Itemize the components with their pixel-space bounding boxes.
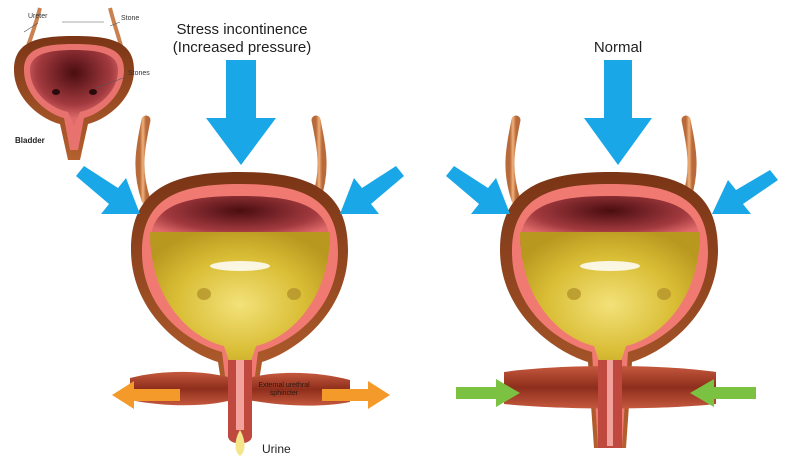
pressure-arrow-right [340, 166, 404, 214]
relax-arrows [112, 381, 390, 409]
normal-pressure-arrow-right [712, 170, 778, 214]
relax-arrow-right [322, 381, 390, 409]
stress-pressure-arrows [76, 60, 404, 214]
normal-ureteral-orifice-right [657, 288, 671, 300]
normal-urine [520, 232, 700, 364]
inset-cavity [30, 50, 118, 126]
stones-label: Stones [128, 70, 150, 77]
normal-ureteral-orifice-left [567, 288, 581, 300]
stress-ureter-left [135, 115, 151, 205]
normal-pressure-arrow-left [446, 166, 510, 214]
inset-ureter-pointer-a [23, 22, 39, 33]
urine-drop [235, 430, 245, 456]
inset-bladder [14, 7, 134, 160]
stress-urine-highlight [210, 261, 270, 271]
inset-stone-left [52, 89, 60, 95]
sphincter-label: External urethral sphincter [248, 382, 320, 398]
urine-label: Urine [262, 442, 291, 456]
sphincter-label-line1: External urethral [258, 382, 310, 389]
inset-stones-pointer [95, 76, 127, 89]
sphincter-label-line2: sphincter [269, 390, 299, 397]
relax-arrow-left [112, 381, 180, 409]
pressure-arrow-left [76, 166, 140, 214]
normal-pressure-arrow-top [584, 60, 652, 165]
contract-arrow-left [456, 379, 520, 407]
stress-urine [150, 232, 330, 364]
stress-title: Stress incontinence (Increased pressure) [162, 21, 322, 57]
normal-ureter-left [505, 115, 521, 205]
stress-ureteral-orifice-right [287, 288, 301, 300]
normal-pressure-arrows [446, 60, 778, 214]
stress-ureteral-orifice-left [197, 288, 211, 300]
ureter-label: Ureter [28, 13, 48, 20]
contract-arrows [456, 379, 756, 407]
normal-title: Normal [593, 39, 643, 56]
stress-title-line1: Stress incontinence [176, 21, 308, 38]
inset-stone-right [89, 89, 97, 95]
normal-urethra-lumen [607, 360, 613, 446]
stress-bladder [130, 115, 350, 456]
pressure-arrow-top [206, 60, 276, 165]
stress-urethra-lumen [236, 360, 244, 430]
stress-title-line2: (Increased pressure) [172, 39, 312, 56]
inset-ureter-right [108, 7, 123, 47]
bladder-label: Bladder [15, 136, 45, 145]
normal-bladder [500, 115, 718, 448]
normal-urine-highlight [580, 261, 640, 271]
inset-stone-pointer [109, 21, 121, 27]
stone-label: Stone [121, 15, 140, 22]
contract-arrow-right [690, 379, 756, 407]
